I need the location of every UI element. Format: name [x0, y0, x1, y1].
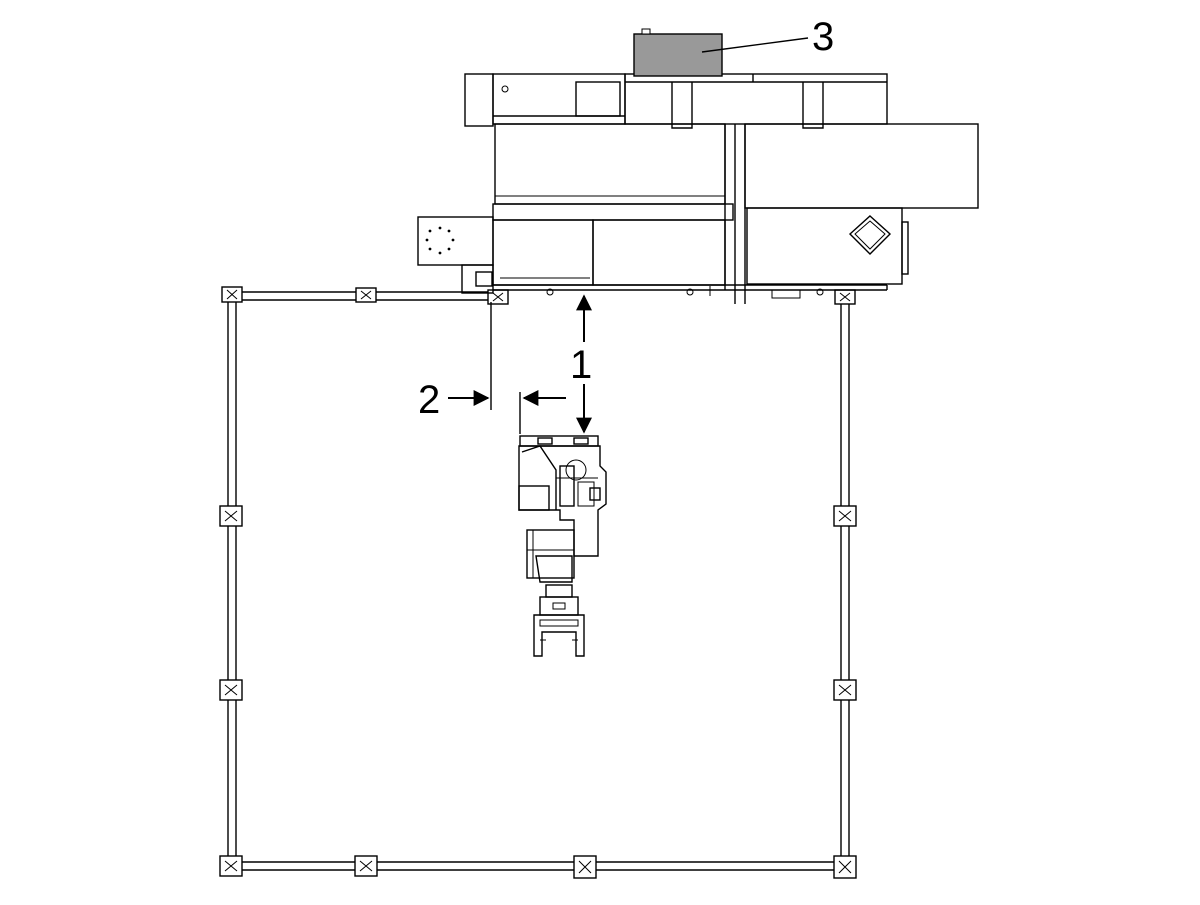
fence-post	[355, 287, 377, 303]
clearance-dimension-1: 1	[570, 294, 592, 434]
fence-post	[834, 289, 856, 305]
safety-fence	[219, 286, 857, 879]
fence-post	[833, 505, 857, 527]
robot-arm	[518, 435, 607, 657]
fence-post	[487, 289, 509, 305]
fence-post	[354, 855, 378, 877]
fence-post	[221, 286, 243, 303]
fence-post	[833, 679, 857, 701]
fence-post	[833, 855, 857, 879]
fence-post	[219, 505, 243, 527]
fence-post	[573, 855, 597, 879]
bolt-circle	[425, 226, 455, 255]
callout-1-label: 1	[570, 343, 592, 387]
machine-tool	[417, 73, 979, 304]
callout-2-label: 2	[418, 378, 440, 422]
fence-post	[219, 679, 243, 701]
callout-3-label: 3	[812, 15, 834, 59]
callout-3-leader: 3	[701, 15, 834, 59]
fence-post	[219, 855, 243, 877]
control-cabinet	[633, 28, 723, 77]
offset-dimension-2: 2	[418, 302, 566, 434]
